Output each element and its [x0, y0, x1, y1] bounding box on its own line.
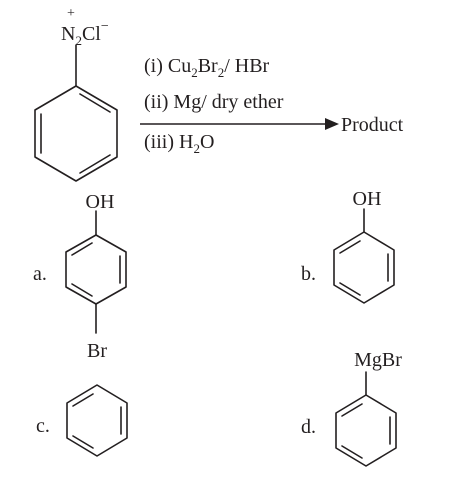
- diazonium-label: N2Cl−: [61, 19, 109, 48]
- option-c-label: c.: [36, 415, 50, 437]
- option-a[interactable]: a. OH Br: [33, 191, 127, 362]
- option-d-ring: [335, 371, 397, 467]
- condition-step-3: (iii) H2O: [144, 131, 214, 156]
- option-d[interactable]: d. MgBr: [301, 349, 402, 467]
- option-c[interactable]: c.: [36, 384, 128, 457]
- option-a-oh-group: OH: [86, 191, 115, 213]
- product-label: Product: [341, 114, 404, 136]
- reaction-arrow: [140, 118, 339, 130]
- option-a-br-group: Br: [87, 340, 107, 362]
- diazonium-charge: +: [67, 6, 75, 21]
- option-b[interactable]: b. OH: [301, 188, 395, 304]
- option-a-label: a.: [33, 263, 47, 285]
- option-a-ring: [65, 210, 127, 334]
- option-b-ring: [333, 208, 395, 304]
- option-d-mgbr-group: MgBr: [354, 349, 402, 371]
- reaction-scheme: + N2Cl− (i) Cu2Br2/ HBr (ii) Mg/ dry eth…: [34, 6, 404, 182]
- benzenediazonium-ring: [34, 44, 118, 182]
- option-b-label: b.: [301, 263, 316, 285]
- option-c-ring: [66, 384, 128, 457]
- condition-step-1: (i) Cu2Br2/ HBr: [144, 55, 270, 80]
- option-d-label: d.: [301, 416, 316, 438]
- option-b-oh-group: OH: [353, 188, 382, 210]
- condition-step-2: (ii) Mg/ dry ether: [144, 91, 284, 113]
- reaction-conditions: (i) Cu2Br2/ HBr (ii) Mg/ dry ether (iii)…: [144, 55, 284, 156]
